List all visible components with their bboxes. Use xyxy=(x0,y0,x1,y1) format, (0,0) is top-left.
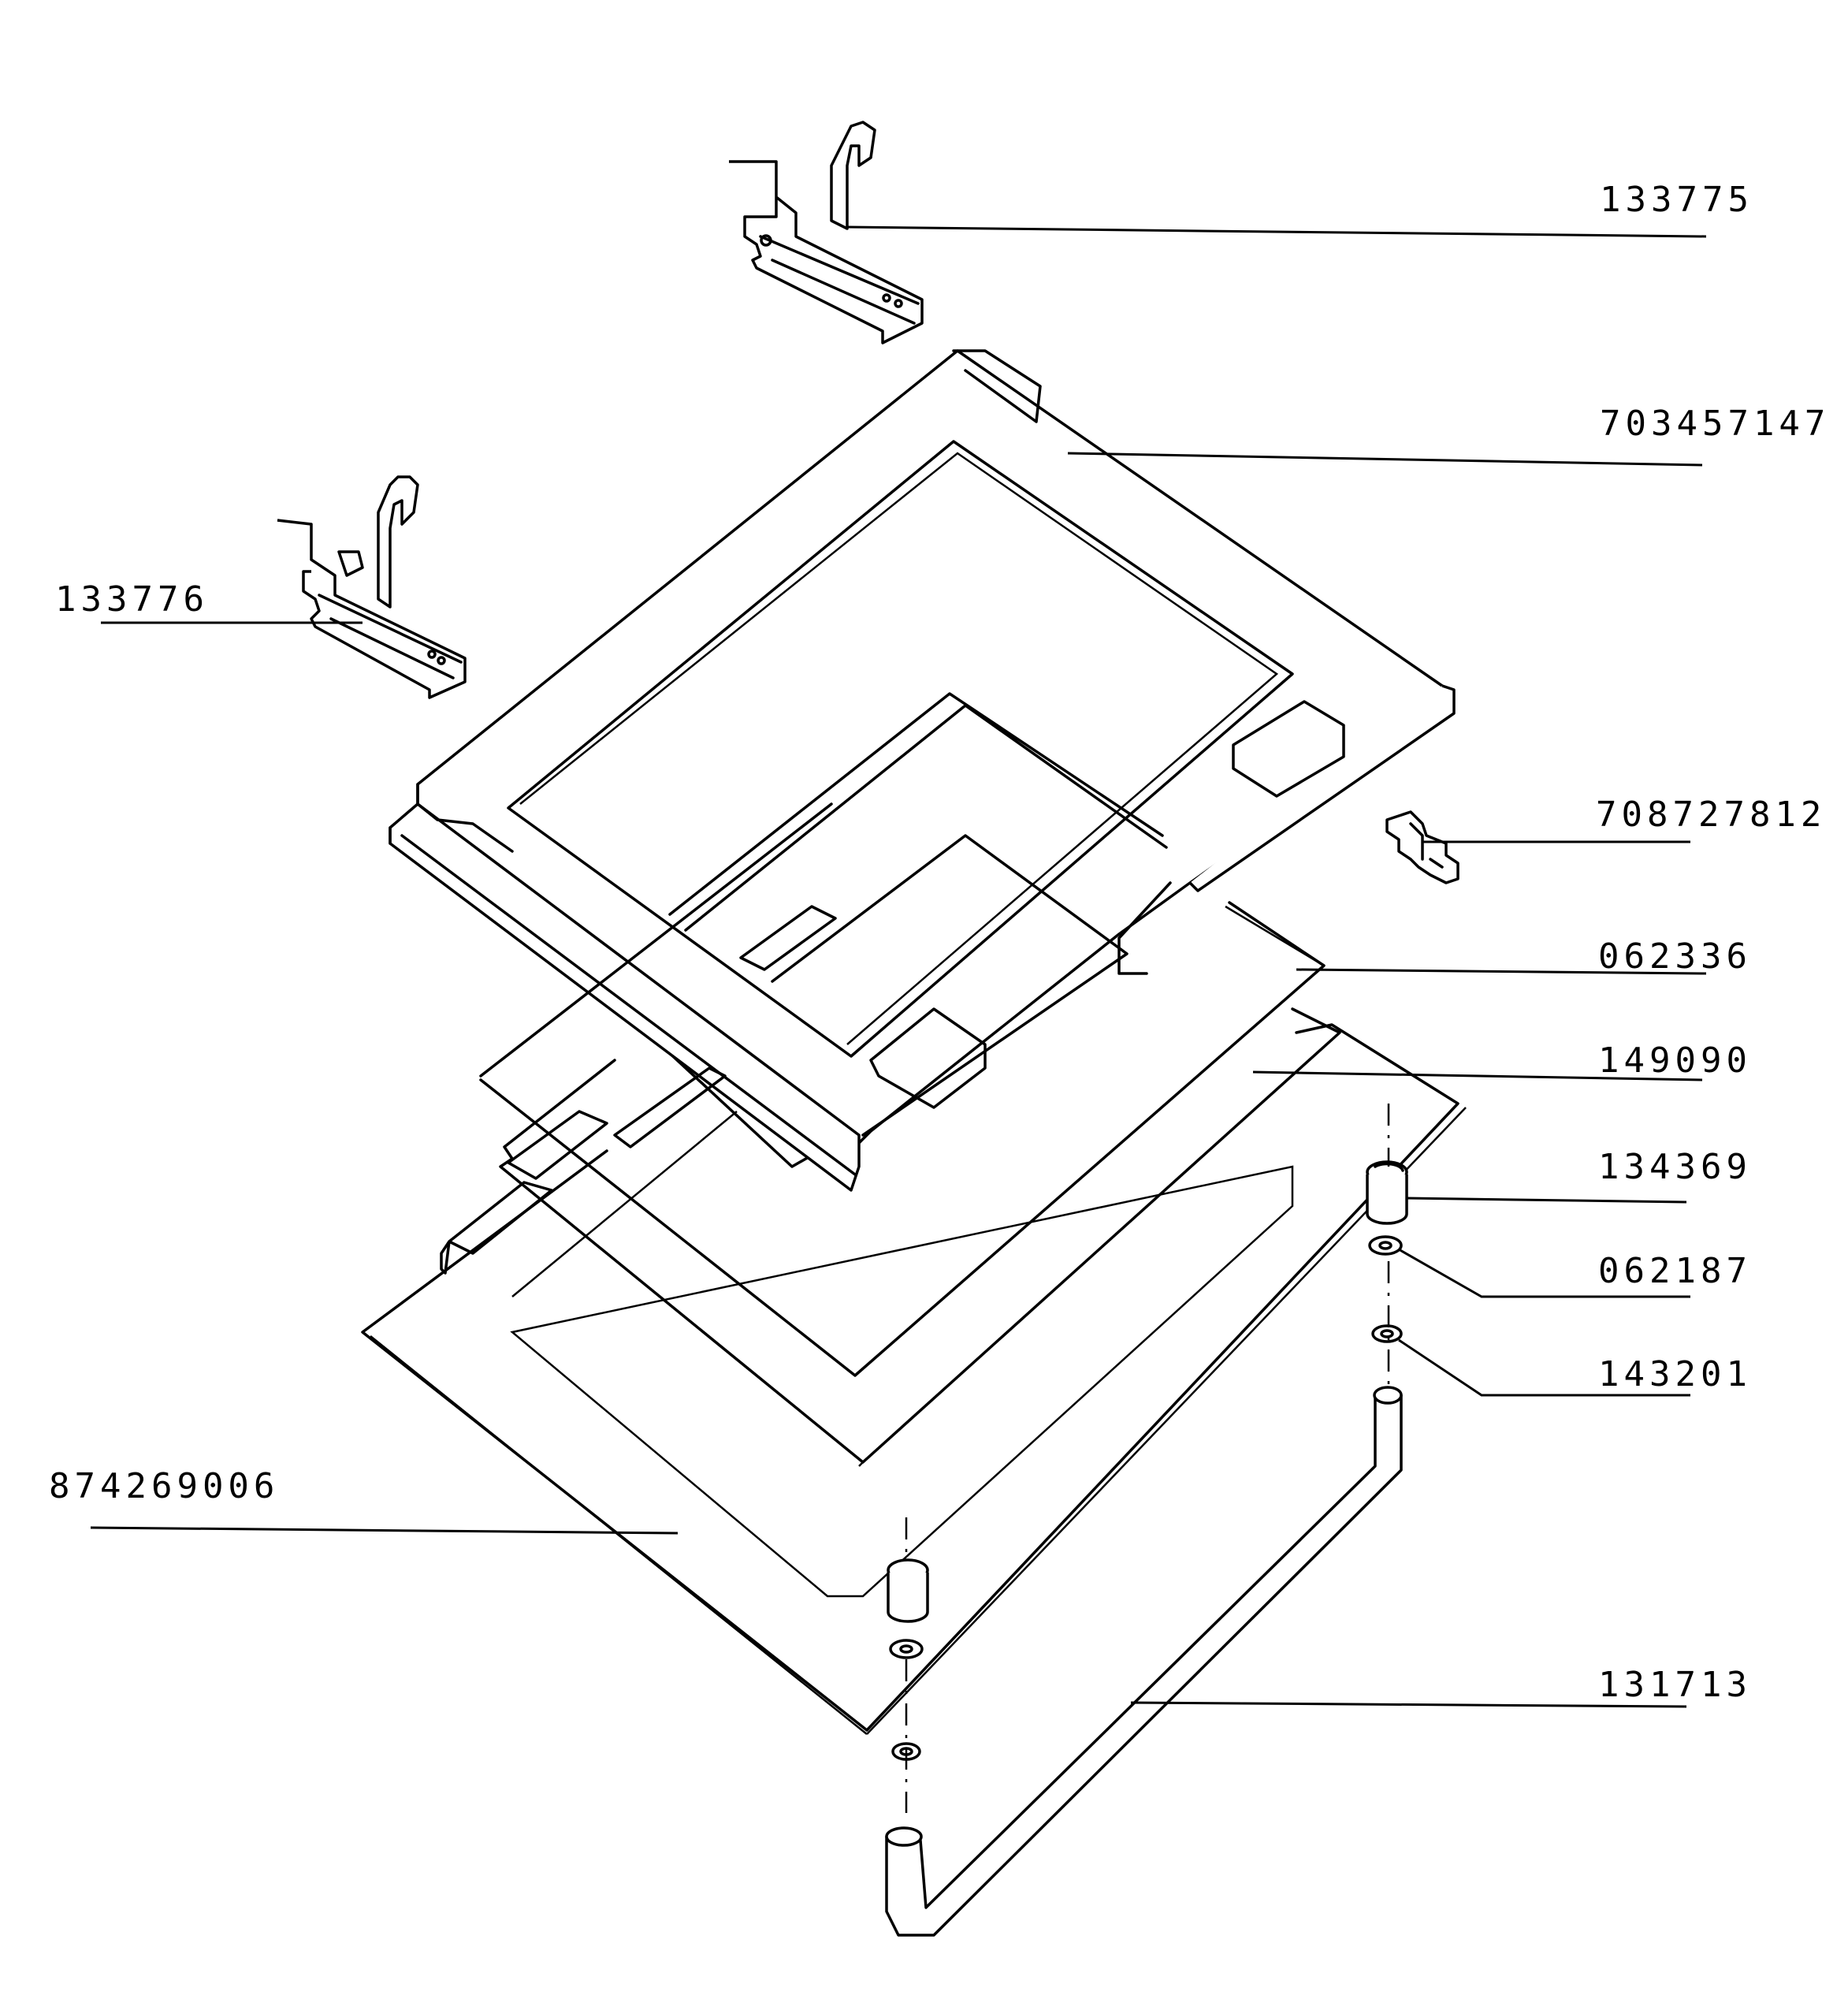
callout-134369: 134369 xyxy=(1598,1147,1752,1187)
washer-lower-part xyxy=(1371,1324,1403,1343)
hinge-right-part xyxy=(729,121,924,344)
leader-133775 xyxy=(846,225,1707,238)
leader-874269006 xyxy=(90,1526,679,1535)
leader-062336 xyxy=(1296,968,1707,975)
callout-143201: 143201 xyxy=(1598,1354,1752,1394)
callout-874269006: 874269006 xyxy=(49,1466,279,1506)
callout-133775: 133775 xyxy=(1600,180,1753,220)
leader-703457147 xyxy=(1067,452,1703,467)
washer-left-upper-part xyxy=(889,1639,924,1659)
leader-143201 xyxy=(1398,1338,1690,1397)
leader-149090 xyxy=(1252,1070,1703,1081)
bushing-lower-part xyxy=(887,1558,929,1623)
callout-149090: 149090 xyxy=(1598,1040,1752,1081)
handle-part xyxy=(885,1386,1403,1937)
washer-upper-part xyxy=(1368,1235,1403,1256)
leader-131713 xyxy=(1130,1701,1687,1708)
gasket-part xyxy=(499,1007,1341,1467)
hinge-left-part xyxy=(277,475,467,699)
leader-134369 xyxy=(1406,1197,1687,1204)
callout-062187: 062187 xyxy=(1598,1251,1752,1291)
clip-part xyxy=(1385,810,1459,884)
callout-708727812: 708727812 xyxy=(1596,795,1826,835)
callout-133776: 133776 xyxy=(55,579,209,620)
callout-131713: 131713 xyxy=(1598,1665,1752,1705)
callout-062336: 062336 xyxy=(1598,936,1752,977)
door-frame-part xyxy=(389,349,1456,1192)
bushing-upper-part xyxy=(1366,1160,1408,1225)
callout-703457147: 703457147 xyxy=(1600,404,1830,444)
inner-glass-part xyxy=(479,802,1326,1377)
leader-062187 xyxy=(1398,1248,1690,1298)
